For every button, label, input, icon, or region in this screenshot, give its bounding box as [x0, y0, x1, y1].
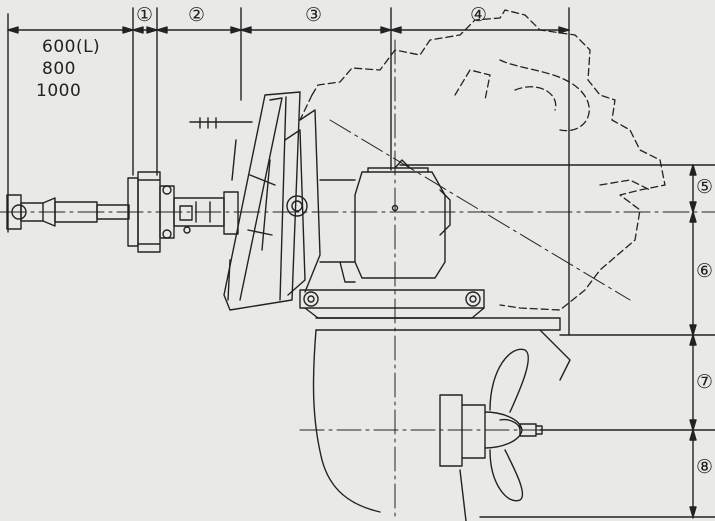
- engine-ghost-outline: [299, 9, 666, 311]
- dimension-label-2: ②: [188, 4, 206, 26]
- input-shaft: [6, 171, 239, 253]
- length-option-800: 800: [42, 59, 76, 79]
- top-dimension-lines: [7, 7, 570, 336]
- dimension-label-7: ⑦: [696, 371, 714, 393]
- transom-plate: [189, 91, 301, 311]
- dimension-label-6: ⑥: [696, 260, 714, 282]
- dimension-label-3: ③: [305, 4, 323, 26]
- dimension-label-8: ⑧: [696, 456, 714, 478]
- center-lines: [299, 39, 631, 521]
- right-dimension-lines: [0, 164, 715, 519]
- gear-housing: [319, 159, 451, 283]
- cavitation-plate: [299, 289, 561, 331]
- length-option-600: 600(L): [42, 37, 101, 57]
- dimension-label-5: ⑤: [696, 176, 714, 198]
- dimension-label-4: ④: [470, 4, 488, 26]
- lower-unit: [312, 329, 571, 521]
- dimension-label-1: ①: [136, 4, 154, 26]
- gimbal-housing: [247, 109, 321, 296]
- length-option-1000: 1000: [36, 81, 82, 101]
